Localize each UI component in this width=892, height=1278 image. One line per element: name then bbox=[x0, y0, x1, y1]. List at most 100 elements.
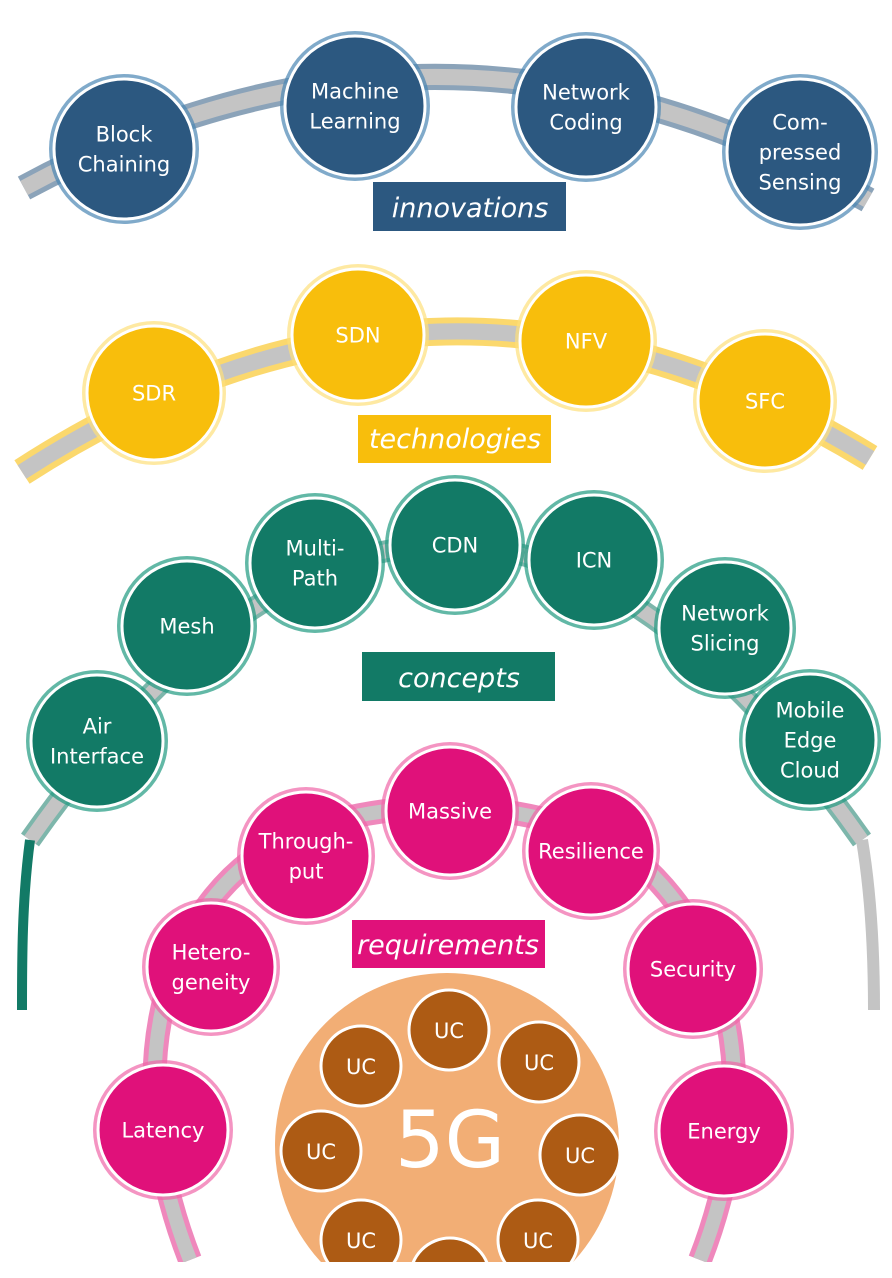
node-circle bbox=[85, 324, 223, 462]
node-label: Edge bbox=[784, 729, 837, 753]
use-case-node: UC bbox=[496, 1198, 580, 1278]
node-circle bbox=[384, 745, 516, 877]
concepts-tail-right bbox=[856, 839, 880, 1011]
node-label: Mobile bbox=[776, 699, 845, 723]
node-label: Interface bbox=[50, 745, 144, 769]
node-label: Cloud bbox=[780, 759, 840, 783]
node-circle bbox=[283, 34, 427, 178]
technology-node-sfc: SFC bbox=[693, 329, 837, 473]
node-label: Mesh bbox=[159, 615, 214, 639]
node-circle bbox=[29, 673, 165, 809]
requirement-node-massive: Massive bbox=[381, 742, 519, 880]
technology-node-nfv: NFV bbox=[515, 270, 657, 412]
concepts-tail-left bbox=[17, 839, 35, 1011]
use-case-label: UC bbox=[346, 1229, 376, 1253]
requirement-node-security: Security bbox=[623, 899, 763, 1039]
use-case-label: UC bbox=[524, 1051, 554, 1075]
use-case-node: UC bbox=[319, 1198, 403, 1278]
node-label: Block bbox=[96, 123, 154, 147]
innovations-label-box bbox=[373, 182, 566, 231]
concepts-label: concepts bbox=[398, 663, 520, 694]
core-5g: UCUCUCUCUCUCUCUC 5G bbox=[275, 973, 622, 1278]
node-label: Slicing bbox=[690, 632, 759, 656]
node-label: CDN bbox=[432, 534, 479, 558]
node-circle bbox=[525, 785, 657, 917]
node-label: Network bbox=[542, 81, 631, 105]
node-label: Chaining bbox=[78, 153, 170, 177]
node-label: Network bbox=[681, 602, 770, 626]
node-label: NFV bbox=[565, 330, 608, 354]
node-circle bbox=[518, 273, 654, 409]
bottom-edge bbox=[0, 1262, 892, 1278]
node-circle bbox=[626, 902, 760, 1036]
requirements-band: Latency Hetero-geneity Through-put Massi… bbox=[93, 742, 794, 1265]
node-label: Air bbox=[83, 715, 112, 739]
node-label: SFC bbox=[745, 390, 785, 414]
node-label: Massive bbox=[408, 800, 492, 824]
requirements-label: requirements bbox=[357, 930, 539, 961]
node-label: Energy bbox=[687, 1120, 761, 1144]
node-label: put bbox=[289, 860, 324, 884]
node-circle bbox=[120, 559, 254, 693]
node-label: pressed bbox=[759, 141, 842, 165]
node-label: Resilience bbox=[538, 840, 644, 864]
node-circle bbox=[657, 1064, 791, 1198]
use-case-label: UC bbox=[346, 1055, 376, 1079]
use-case-node: UC bbox=[407, 988, 491, 1072]
use-case-circle bbox=[279, 1109, 363, 1193]
node-circle bbox=[96, 1063, 230, 1197]
core-5g-label: 5G bbox=[395, 1096, 505, 1186]
node-label: Learning bbox=[309, 110, 400, 134]
node-label: SDN bbox=[335, 324, 380, 348]
requirement-node-resilience: Resilience bbox=[522, 782, 660, 920]
node-circle bbox=[725, 77, 875, 227]
concept-node-cdn: CDN bbox=[385, 475, 525, 615]
technologies-band: SDR SDN NFV SFC technologies bbox=[14, 264, 878, 484]
use-case-node: UC bbox=[319, 1024, 403, 1108]
use-case-node: UC bbox=[538, 1113, 622, 1197]
node-circle bbox=[290, 267, 426, 403]
requirement-node-heterogeneity: Hetero-geneity bbox=[142, 898, 280, 1036]
technologies-label: technologies bbox=[369, 424, 541, 455]
node-label: ICN bbox=[576, 549, 613, 573]
node-label: Through- bbox=[258, 830, 354, 854]
node-label: Path bbox=[292, 567, 338, 591]
use-case-label: UC bbox=[523, 1229, 553, 1253]
use-case-label: UC bbox=[565, 1144, 595, 1168]
use-case-circle bbox=[319, 1024, 403, 1108]
node-label: Coding bbox=[549, 111, 622, 135]
node-circle bbox=[388, 478, 522, 612]
node-label: geneity bbox=[172, 971, 251, 995]
concept-node-icn: ICN bbox=[524, 490, 664, 630]
node-circle bbox=[696, 332, 834, 470]
use-case-circle bbox=[319, 1198, 403, 1278]
node-label: Com- bbox=[772, 111, 828, 135]
use-case-node: UC bbox=[497, 1020, 581, 1104]
technologies-label-box bbox=[358, 415, 551, 463]
node-label: Hetero- bbox=[172, 941, 251, 965]
use-case-node: UC bbox=[279, 1109, 363, 1193]
requirements-label-box bbox=[352, 920, 545, 968]
node-circle bbox=[248, 496, 382, 630]
technology-node-sdr: SDR bbox=[82, 321, 226, 465]
requirement-node-energy: Energy bbox=[654, 1061, 794, 1201]
use-case-circle bbox=[497, 1020, 581, 1104]
node-label: SDR bbox=[132, 382, 176, 406]
use-case-ring: UCUCUCUCUCUCUCUC bbox=[279, 988, 622, 1278]
technology-node-sdn: SDN bbox=[287, 264, 429, 406]
node-circle bbox=[145, 901, 277, 1033]
concept-node-mesh: Mesh bbox=[117, 556, 257, 696]
innovations-label: innovations bbox=[392, 193, 549, 224]
use-case-circle bbox=[538, 1113, 622, 1197]
node-label: Machine bbox=[311, 80, 399, 104]
